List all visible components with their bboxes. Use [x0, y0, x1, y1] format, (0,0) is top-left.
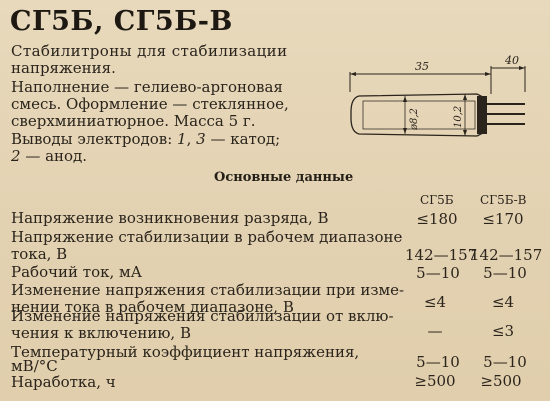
section-title: Основные данные [214, 170, 354, 185]
row-value-sg5b: ≥500 [414, 372, 456, 390]
row-label: Напряжение возникновения разряда, В [11, 209, 329, 227]
tube-dimension-diagram: 35 40 ø8,2 10,2 [349, 54, 526, 137]
description-line-6: Выводы электродов: 1, 3 — катод; [11, 131, 280, 148]
row-value-sg5b-v: ≤4 [491, 293, 515, 311]
description-line-4: смесь. Оформление — стеклянное, [11, 96, 289, 113]
description-text: напряжения. [11, 59, 116, 77]
length-dimension-label: 35 [415, 60, 429, 73]
description-text: Выводы электродов: 1, 3 — катод; [11, 130, 281, 148]
description-line-2: напряжения. [11, 60, 116, 77]
column-header-sg5b-v: СГ5Б-В [480, 193, 527, 207]
row-label: Температурный коэффициент напряжения, [11, 343, 360, 361]
row-value-sg5b-v: 5—10 [483, 353, 527, 371]
description-line-5: сверхминиатюрное. Масса 5 г. [11, 113, 256, 130]
description-text: смесь. Оформление — стеклянное, [11, 95, 289, 113]
row-value-sg5b-v: 5—10 [483, 264, 527, 282]
row-label: Рабочий ток, мА [11, 263, 143, 281]
description-text: сверхминиатюрное. Масса 5 г. [11, 112, 256, 130]
row-value-sg5b: ≤180 [416, 210, 458, 228]
row-label: Изменение напряжения стабилизации от вкл… [11, 307, 394, 325]
row-value-sg5b: — [427, 322, 443, 340]
lead-dimension-label: 40 [504, 54, 519, 67]
row-label: Напряжение стабилизации в рабочем диапаз… [11, 228, 403, 246]
row-value-sg5b-v: ≤170 [482, 210, 524, 228]
description-text: Наполнение — гелиево-аргоновая [11, 78, 283, 96]
diameter-dimension-label: ø8,2 [409, 108, 420, 131]
description-text: Стабилитроны для стабилизации [11, 42, 288, 60]
height-dimension-label: 10,2 [453, 106, 464, 128]
row-value-sg5b-v: ≥500 [480, 372, 522, 390]
row-label: Изменение напряжения стабилизации при из… [11, 281, 405, 299]
row-value-sg5b: ≤4 [423, 293, 447, 311]
description-line-3: Наполнение — гелиево-аргоновая [11, 79, 283, 96]
description-line-1: Стабилитроны для стабилизации [11, 43, 287, 60]
row-label-continuation: чения к включению, В [11, 324, 191, 342]
row-value-sg5b: 142—157 [405, 246, 478, 264]
page-title: СГ5Б, СГ5Б-В [10, 6, 233, 37]
row-value-sg5b: 5—10 [416, 264, 460, 282]
description-line-7: 2 — анод. [11, 148, 87, 165]
row-value-sg5b-v: ≤3 [491, 322, 515, 340]
row-label-continuation: нении тока в рабочем диапазоне, В [11, 298, 294, 316]
row-label-continuation: мВ/°С [11, 357, 58, 375]
column-header-sg5b: СГ5Б [420, 193, 454, 207]
row-value-sg5b: 5—10 [416, 353, 460, 371]
row-label: Наработка, ч [11, 373, 116, 391]
row-label-continuation: тока, В [11, 245, 68, 263]
row-value-sg5b-v: 142—157 [470, 246, 543, 264]
description-text: 2 — анод. [11, 147, 88, 165]
